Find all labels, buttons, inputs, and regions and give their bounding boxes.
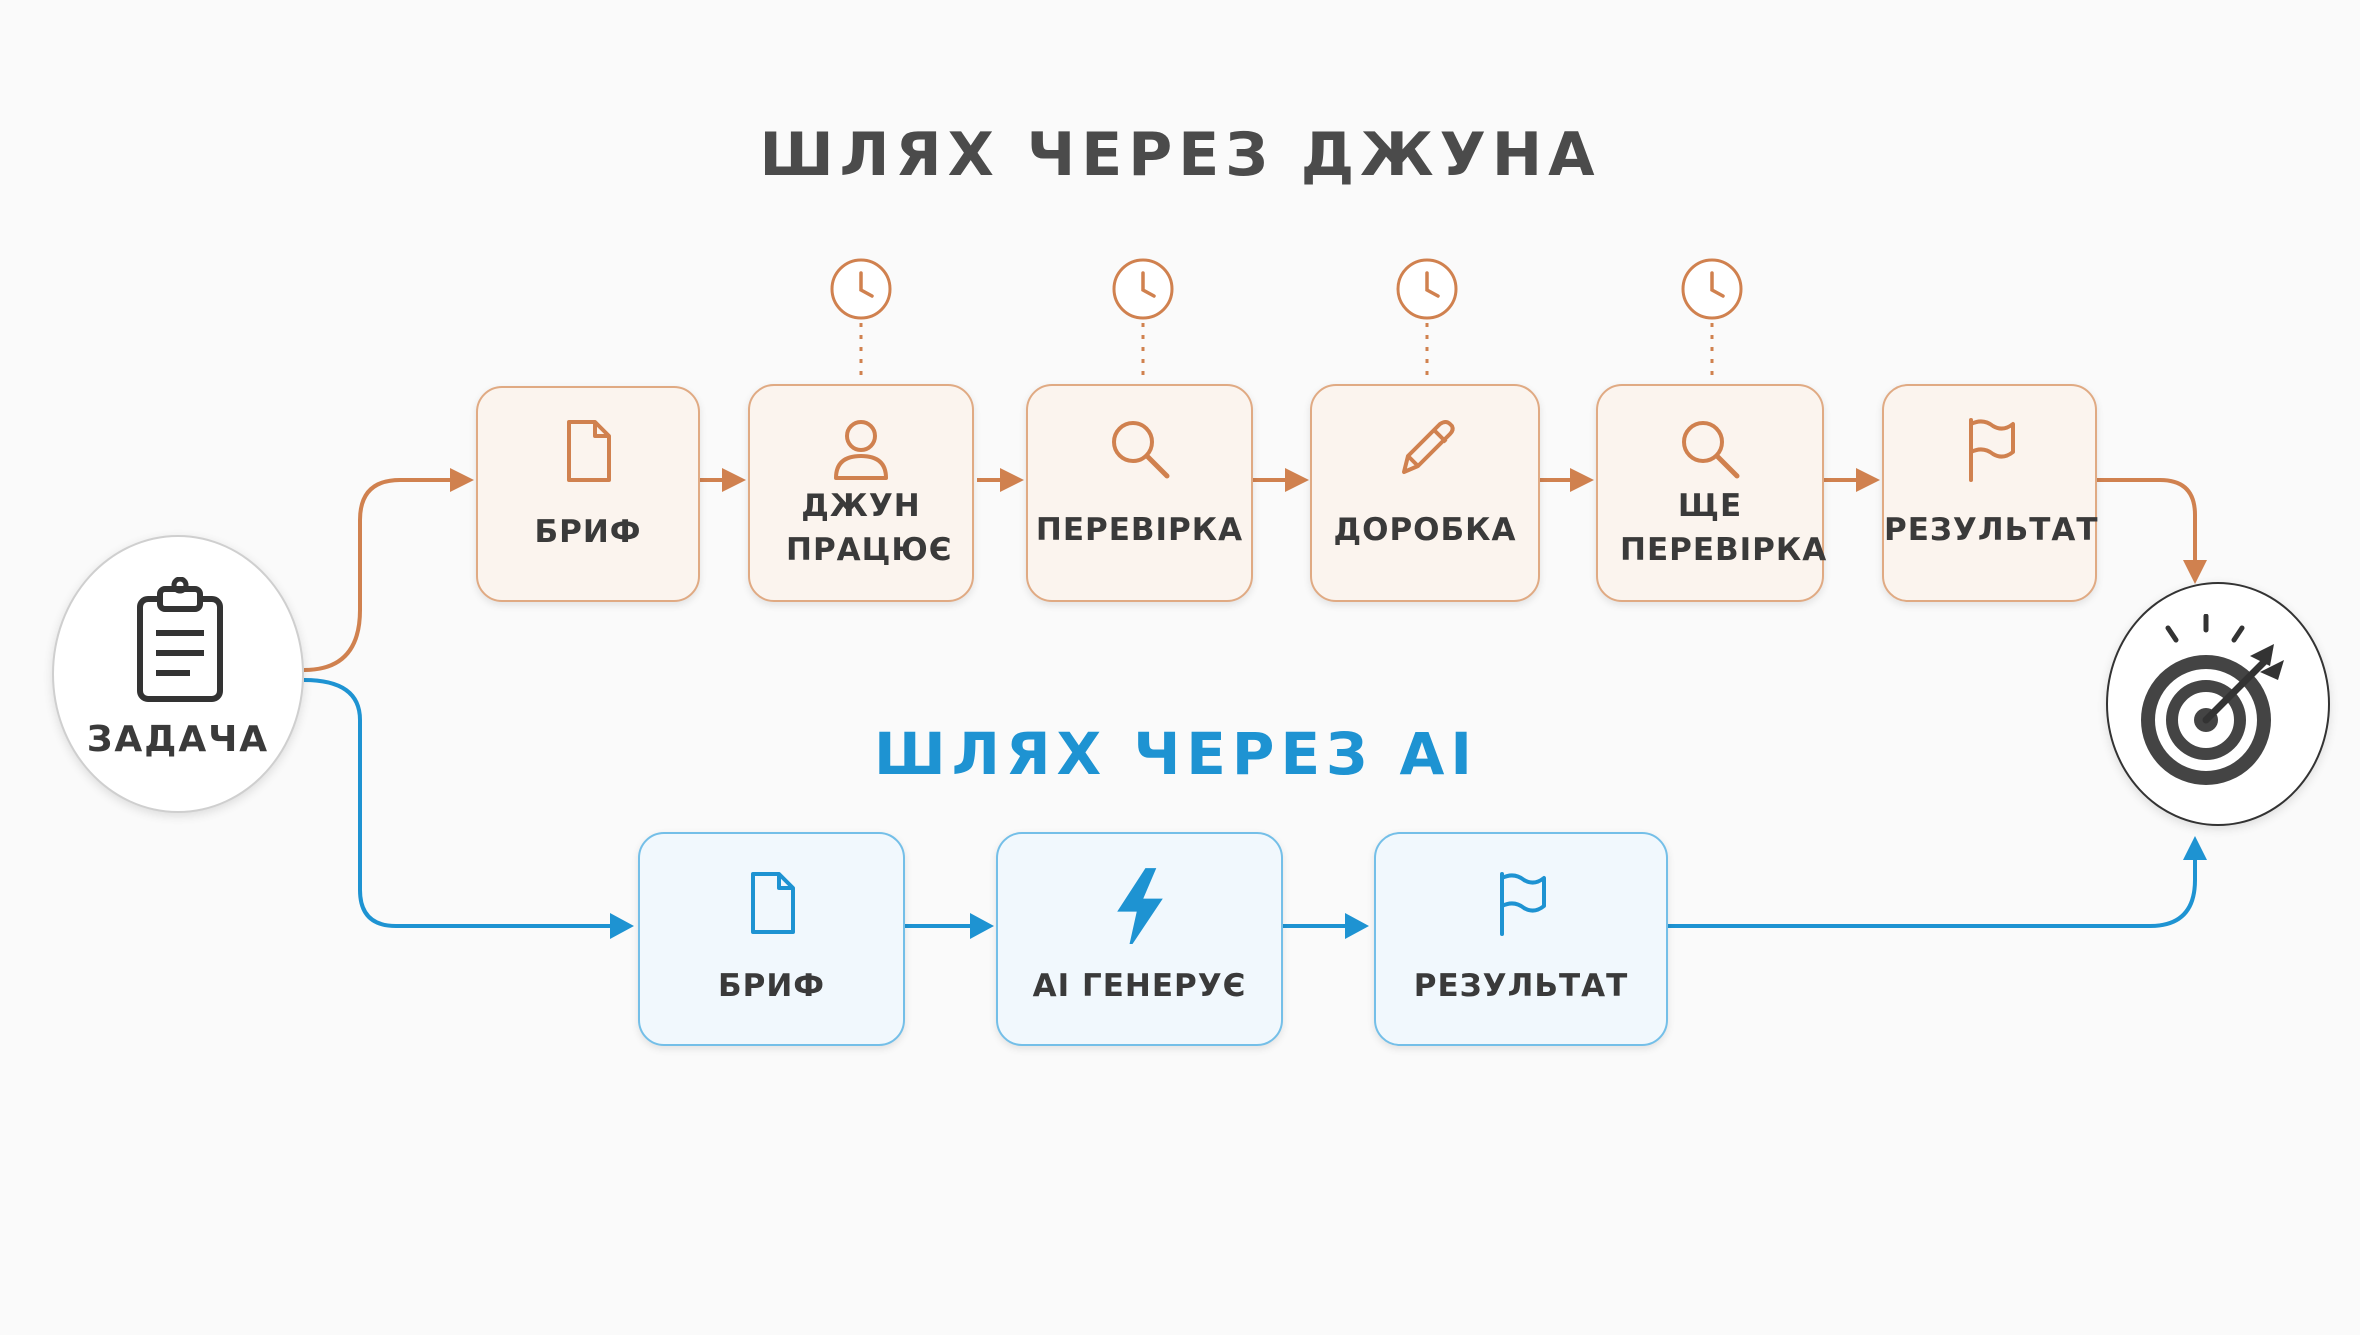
target-icon [2141, 614, 2284, 785]
start-label: ЗАДАЧА [86, 719, 270, 760]
clock-icon [1396, 258, 1458, 320]
junior-step-review: ПЕРЕВІРКА [1026, 384, 1253, 602]
junior-arrowheads [450, 468, 2207, 584]
ai-arrowheads [610, 836, 2207, 939]
step-label: ЩЕ ПЕРЕВІРКА [1598, 484, 1828, 572]
step-label-text: ДЖУН ПРАЦЮЄ [786, 488, 953, 568]
junior-step-junior-works: ДЖУН ПРАЦЮЄ [748, 384, 974, 602]
document-icon [567, 420, 611, 482]
step-label-text: ЩЕ ПЕРЕВІРКА [1620, 488, 1828, 568]
junior-step-review-again: ЩЕ ПЕРЕВІРКА [1596, 384, 1828, 602]
clock-icon [830, 258, 892, 320]
title-ai-path: ШЛЯХ ЧЕРЕЗ AI [874, 720, 1478, 788]
junior-step-rework: ДОРОБКА [1310, 384, 1540, 602]
clock-icon [1112, 258, 1174, 320]
junior-step-brief: БРИФ [476, 386, 700, 602]
search-icon [1111, 421, 1169, 479]
step-label: ДЖУН ПРАЦЮЄ [750, 484, 972, 572]
start-node-task: ЗАДАЧА [52, 535, 304, 813]
clock-icon [1681, 258, 1743, 320]
ai-path-connectors [303, 678, 2197, 928]
junior-step-result: РЕЗУЛЬТАТ [1882, 384, 2097, 602]
pencil-icon [1402, 420, 1455, 474]
step-label: ДОРОБКА [1333, 512, 1517, 548]
ai-step-brief: БРИФ [638, 832, 905, 1046]
flag-icon [1968, 418, 2015, 482]
step-label: РЕЗУЛЬТАТ [1413, 968, 1629, 1004]
step-label: РЕЗУЛЬТАТ [1884, 512, 2099, 548]
ai-step-ai-generates: AI ГЕНЕРУЄ [996, 832, 1283, 1046]
step-label: БРИФ [534, 514, 642, 550]
user-icon [834, 420, 888, 480]
clipboard-icon [137, 577, 223, 702]
clock-dotted-lines [859, 323, 1714, 382]
title-junior-path: ШЛЯХ ЧЕРЕЗ ДЖУНА [759, 120, 1601, 190]
ai-step-result: РЕЗУЛЬТАТ [1374, 832, 1668, 1046]
flag-icon [1500, 872, 1546, 936]
step-label: ПЕРЕВІРКА [1035, 512, 1244, 548]
document-icon [750, 872, 795, 934]
junior-path-connectors [303, 478, 2197, 672]
step-label: БРИФ [717, 968, 826, 1004]
end-node-goal [2106, 582, 2330, 826]
search-icon [1682, 421, 1740, 479]
lightning-icon [1116, 868, 1163, 944]
step-label: AI ГЕНЕРУЄ [1032, 968, 1247, 1004]
